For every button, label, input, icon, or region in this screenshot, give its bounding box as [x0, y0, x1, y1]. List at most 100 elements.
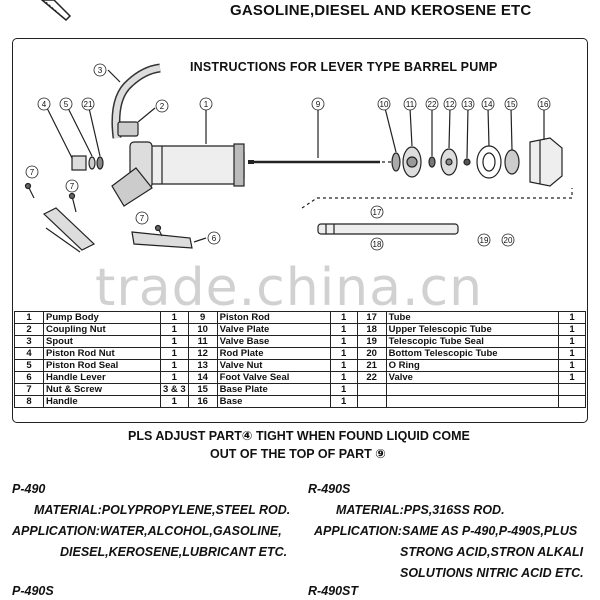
part-qty-cell: 1: [329, 347, 358, 360]
model-r490st: R-490ST: [308, 584, 359, 598]
part-qty-cell: 1: [159, 323, 189, 336]
part-name-cell: [385, 395, 560, 408]
part-number-cell: 7: [14, 383, 44, 396]
callout-6: 6: [212, 234, 217, 243]
part-name-cell: Valve Plate: [216, 323, 331, 336]
callout-9: 9: [316, 100, 321, 109]
model-p490: P-490: [12, 482, 46, 496]
part-number-cell: 4: [14, 347, 44, 360]
callout-16: 16: [540, 100, 549, 109]
part-name-cell: Piston Rod Nut: [43, 347, 161, 360]
cropped-handle-icon: [40, 0, 72, 22]
part-number-cell: 17: [356, 311, 387, 324]
part-name-cell: Piston Rod: [216, 311, 331, 324]
part-qty-cell: 1: [329, 335, 358, 348]
part-number-cell: 20: [356, 347, 387, 360]
callout-14: 14: [484, 100, 493, 109]
part-qty-cell: 1: [558, 359, 586, 372]
callout-10: 10: [380, 100, 389, 109]
part-qty-cell: 1: [329, 371, 358, 384]
part-qty-cell: 1: [159, 311, 189, 324]
piston-rod-nut-part: [71, 155, 87, 171]
part-name-cell: Upper Telescopic Tube: [385, 323, 560, 336]
part-number-cell: 2: [14, 323, 44, 336]
watermark: trade.china.cn: [95, 258, 484, 318]
p490-material: MATERIAL:POLYPROPYLENE,STEEL ROD.: [34, 503, 291, 517]
callout-7b: 7: [70, 182, 75, 191]
part-name-cell: Rod Plate: [216, 347, 331, 360]
callout-4: 4: [42, 100, 47, 109]
part-qty-cell: 1: [159, 371, 189, 384]
part-qty-cell: 1: [329, 383, 358, 396]
part-number-cell: [356, 383, 387, 396]
callout-7c: 7: [140, 214, 145, 223]
part-name-cell: Base: [216, 395, 331, 408]
part-qty-cell: 1: [159, 335, 189, 348]
base-plate-part: [504, 149, 520, 175]
r490s-application: APPLICATION:SAME AS P-490,P-490S,PLUS: [314, 524, 578, 538]
model-p490s: P-490S: [12, 584, 54, 598]
callout-5: 5: [64, 100, 69, 109]
callout-7a: 7: [30, 168, 35, 177]
part-name-cell: Bottom Telescopic Tube: [385, 347, 560, 360]
valve-nut-part: [463, 158, 471, 166]
part-qty-cell: 1: [329, 395, 358, 408]
part-number-cell: 19: [356, 335, 387, 348]
o-ring-part: [96, 156, 104, 170]
part-number-cell: 3: [14, 335, 44, 348]
part-qty-cell: [558, 383, 586, 396]
part-name-cell: Tube: [385, 311, 560, 324]
handle-part: [42, 207, 96, 251]
part-number-cell: 21: [356, 359, 387, 372]
part-number-cell: 22: [356, 371, 387, 384]
part-number-cell: 13: [187, 359, 218, 372]
callout-17: 17: [373, 208, 382, 217]
adjust-note-line2: OUT OF THE TOP OF PART ⑨: [210, 447, 386, 461]
part-qty-cell: 1: [159, 395, 189, 408]
part-qty-cell: 1: [159, 359, 189, 372]
callout-22: 22: [428, 100, 437, 109]
handle-lever-part: [131, 231, 193, 249]
coupling-nut-part: [117, 121, 139, 137]
part-name-cell: Coupling Nut: [43, 323, 161, 336]
part-qty-cell: 1: [558, 323, 586, 336]
part-name-cell: Valve Base: [216, 335, 331, 348]
part-qty-cell: [558, 395, 586, 408]
part-name-cell: Pump Body: [43, 311, 161, 324]
r490s-application-cont: STRONG ACID,STRON ALKALI: [400, 545, 584, 559]
part-number-cell: 8: [14, 395, 44, 408]
callout-11: 11: [406, 100, 415, 109]
part-qty-cell: 1: [329, 359, 358, 372]
diagram-title: INSTRUCTIONS FOR LEVER TYPE BARREL PUMP: [190, 60, 498, 74]
adjust-note-line1: PLS ADJUST PART④ TIGHT WHEN FOUND LIQUID…: [128, 429, 470, 443]
part-number-cell: 11: [187, 335, 218, 348]
piston-rod-seal-part: [88, 156, 96, 170]
part-name-cell: Spout: [43, 335, 161, 348]
part-qty-cell: 1: [558, 347, 586, 360]
part-name-cell: Handle Lever: [43, 371, 161, 384]
callout-2: 2: [160, 102, 165, 111]
p490-application-cont: DIESEL,KEROSENE,LUBRICANT ETC.: [60, 545, 288, 559]
part-number-cell: 14: [187, 371, 218, 384]
page-header: GASOLINE,DIESEL AND KEROSENE ETC: [230, 2, 532, 19]
callout-19: 19: [480, 236, 489, 245]
part-name-cell: Handle: [43, 395, 161, 408]
part-qty-cell: 1: [558, 311, 586, 324]
part-qty-cell: 1: [558, 371, 586, 384]
part-name-cell: Valve: [385, 371, 560, 384]
part-number-cell: 16: [187, 395, 218, 408]
part-qty-cell: 1: [329, 323, 358, 336]
pump-body-part: [141, 145, 245, 185]
r490s-material: MATERIAL:PPS,316SS ROD.: [336, 503, 505, 517]
part-name-cell: Valve Nut: [216, 359, 331, 372]
part-number-cell: 15: [187, 383, 218, 396]
model-r490s: R-490S: [308, 482, 351, 496]
callout-20: 20: [504, 236, 513, 245]
part-name-cell: Piston Rod Seal: [43, 359, 161, 372]
part-name-cell: O Ring: [385, 359, 560, 372]
